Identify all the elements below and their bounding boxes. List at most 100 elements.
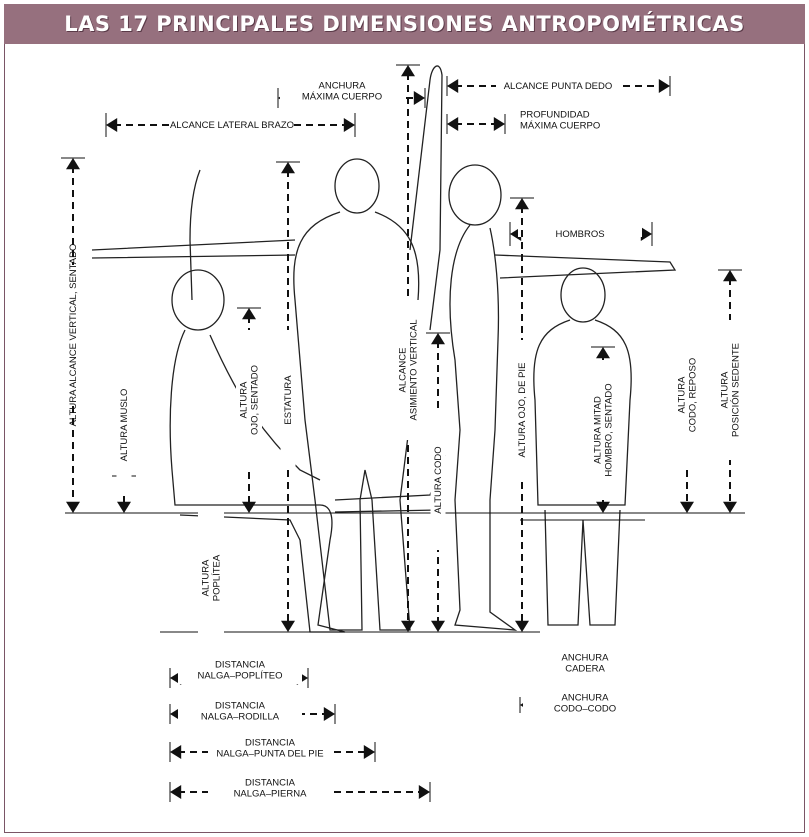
profundidad-maxima-cuerpo-label-bg	[516, 108, 640, 134]
altura-posicion-sedente-arrow-icon	[723, 270, 737, 282]
altura-poplitea-label: ALTURAPOPLÍTEA	[201, 554, 223, 601]
altura-posicion-sedente-label: ALTURAPOSICIÓN SEDENTE	[720, 343, 742, 437]
label-line: NALGA–RODILLA	[201, 712, 280, 723]
label-line: DISTANCIA	[245, 778, 296, 789]
altura-alcance-vertical-sentado-arrow-icon	[66, 158, 80, 170]
label-line: ALTURA ALCANCE VERTICAL, SENTADO	[68, 244, 79, 427]
label-line: POSICIÓN SEDENTE	[731, 343, 742, 437]
label-line: OJO, SENTADO	[250, 365, 261, 435]
distancia-nalga-punta-pie-arrow-icon	[363, 745, 375, 759]
altura-mitad-hombro-sentado-arrow-icon	[596, 347, 610, 359]
altura-alcance-vertical-sentado-label: ALTURA ALCANCE VERTICAL, SENTADO	[68, 244, 79, 427]
distancia-nalga-pierna-arrow-icon	[170, 785, 182, 799]
altura-mitad-hombro-sentado-label: ALTURA MITADHOMBRO, SENTADO	[593, 383, 615, 476]
altura-ojo-de-pie-arrow-icon	[515, 620, 529, 632]
estatura-arrow-icon	[281, 620, 295, 632]
label-line: NALGA–PUNTA DEL PIE	[216, 749, 323, 760]
estatura-label: ESTATURA	[283, 375, 294, 425]
distancia-nalga-pierna-label-bg	[208, 776, 332, 802]
alcance-asimiento-vertical-label: ALCANCEASIMIENTO VERTICAL	[398, 319, 420, 420]
profundidad-maxima-cuerpo-arrow-icon	[493, 117, 505, 131]
distancia-nalga-punta-pie-label-bg	[208, 736, 332, 762]
altura-muslo-label-bg	[116, 355, 132, 495]
profundidad-maxima-cuerpo-arrow-icon	[447, 117, 459, 131]
label-line: ALTURA MITAD	[593, 396, 604, 464]
label-line: ALCANCE PUNTA DEDO	[504, 81, 613, 92]
label-line: ANCHURA	[562, 693, 610, 704]
label-line: POPLÍTEA	[212, 554, 223, 601]
label-line: ALTURA OJO, DE PIE	[517, 363, 528, 458]
alcance-punta-dedo-arrow-icon	[447, 79, 459, 93]
label-line: HOMBRO, SENTADO	[604, 383, 615, 476]
label-line: ALTURA CODO	[433, 446, 444, 513]
diagram-title: LAS 17 PRINCIPALES DIMENSIONES ANTROPOMÉ…	[4, 4, 805, 44]
distancia-nalga-pierna-arrow-icon	[418, 785, 430, 799]
alcance-punta-dedo-label: ALCANCE PUNTA DEDO	[504, 81, 613, 92]
altura-alcance-vertical-sentado-label-bg	[65, 265, 81, 405]
label-line: ALCANCE LATERAL BRAZO	[170, 120, 294, 131]
altura-posicion-sedente-arrow-icon	[723, 501, 737, 513]
standing-figure-front	[91, 65, 446, 631]
anchura-maxima-cuerpo-arrow-icon	[413, 91, 425, 105]
label-line: MÁXIMA CUERPO	[302, 92, 382, 103]
distancia-nalga-rodilla-arrow-icon	[323, 707, 335, 721]
altura-poplitea-label-bg	[198, 508, 224, 648]
distancia-nalga-punta-pie-arrow-icon	[170, 745, 182, 759]
altura-alcance-vertical-sentado-arrow-icon	[66, 501, 80, 513]
label-line: DISTANCIA	[215, 701, 266, 712]
altura-codo-arrow-icon	[431, 620, 445, 632]
alcance-asimiento-vertical-arrow-icon	[401, 65, 415, 77]
altura-ojo-sentado-label: ALTURAOJO, SENTADO	[239, 365, 261, 435]
hombros-label: HOMBROS	[555, 229, 604, 240]
altura-ojo-de-pie-label-bg	[514, 340, 530, 480]
label-line: DISTANCIA	[215, 660, 266, 671]
seated-figure-back	[518, 267, 648, 626]
anchura-cadera-label-bg	[523, 651, 647, 677]
label-line: ANCHURA	[562, 653, 610, 664]
alcance-lateral-brazo-arrow-icon	[343, 118, 355, 132]
altura-codo-reposo-arrow-icon	[680, 501, 694, 513]
label-line: ASIMIENTO VERTICAL	[409, 319, 420, 420]
alcance-punta-dedo-label-bg	[496, 74, 620, 89]
alcance-lateral-brazo-label: ALCANCE LATERAL BRAZO	[170, 120, 294, 131]
label-line: NALGA–POPLÍTEO	[197, 671, 282, 682]
altura-muslo-arrow-icon	[117, 501, 131, 513]
alcance-lateral-brazo-arrow-icon	[106, 118, 118, 132]
altura-ojo-de-pie-label: ALTURA OJO, DE PIE	[517, 363, 528, 458]
distancia-nalga-rodilla-label-bg	[178, 699, 302, 725]
label-line: ESTATURA	[283, 375, 294, 425]
altura-mitad-hombro-sentado-arrow-icon	[596, 501, 610, 513]
label-line: MÁXIMA CUERPO	[520, 121, 600, 132]
label-line: CADERA	[565, 664, 605, 675]
label-line: ALCANCE	[398, 348, 409, 393]
altura-codo-label-bg	[430, 410, 446, 550]
label-line: ALTURA	[720, 371, 731, 408]
altura-ojo-sentado-arrow-icon	[242, 501, 256, 513]
altura-posicion-sedente-label-bg	[717, 320, 743, 460]
altura-codo-arrow-icon	[431, 333, 445, 345]
estatura-label-bg	[280, 330, 296, 470]
alcance-asimiento-vertical-arrow-icon	[401, 620, 415, 632]
label-line: ANCHURA	[319, 81, 367, 92]
label-line: HOMBROS	[555, 229, 604, 240]
label-line: CODO, REPOSO	[688, 358, 699, 432]
distancia-nalga-popliteo-label-bg	[178, 658, 302, 684]
label-line: DISTANCIA	[245, 738, 296, 749]
anchura-maxima-cuerpo-label-bg	[280, 79, 404, 105]
altura-codo-reposo-label: ALTURACODO, REPOSO	[677, 358, 699, 432]
hombros-arrow-icon	[640, 227, 652, 241]
altura-muslo-label: ALTURA MUSLO	[119, 389, 130, 462]
altura-codo-reposo-label-bg	[674, 325, 700, 465]
hombros-label-bg	[518, 222, 642, 237]
altura-ojo-sentado-label-bg	[236, 330, 262, 470]
label-line: ALTURA	[239, 381, 250, 418]
altura-ojo-de-pie-arrow-icon	[515, 198, 529, 210]
